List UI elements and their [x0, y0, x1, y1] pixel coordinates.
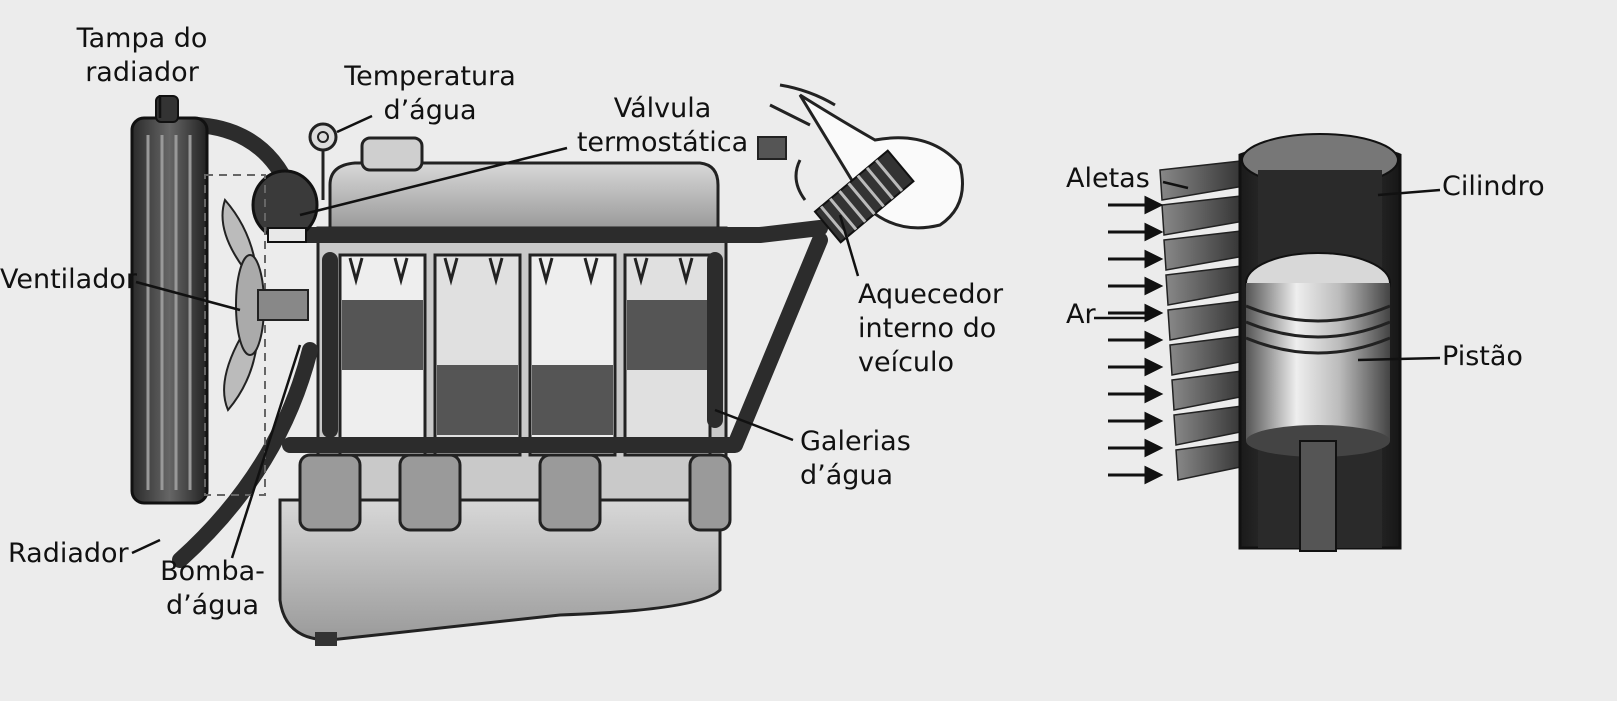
engine-illustration: [130, 83, 964, 646]
label-line: interno do: [858, 313, 997, 344]
label-line: Radiador: [8, 538, 129, 569]
label-line: Válvula: [613, 93, 712, 124]
label-pistao: Pistão: [1442, 340, 1523, 374]
air-flow-arrows: [1108, 195, 1164, 485]
cylinder-leader-lines: [1094, 180, 1441, 362]
label-ventilador: Ventilador: [0, 263, 137, 297]
heater-core: [757, 83, 964, 244]
label-radiador: Radiador: [8, 537, 129, 571]
label-line: Tampa do: [76, 23, 208, 54]
label-line: Ar: [1066, 299, 1096, 330]
label-line: Temperatura: [344, 61, 516, 92]
fan: [221, 198, 309, 412]
label-line: termostática: [576, 127, 749, 158]
label-ar: Ar: [1066, 298, 1096, 332]
label-line: veículo: [858, 347, 955, 378]
label-galerias-dagua: Galerias d’água: [800, 425, 911, 493]
label-temperatura-dagua: Temperatura d’água: [330, 60, 530, 128]
air-cooled-cylinder: [1094, 133, 1441, 552]
engine-cylinders: [338, 253, 712, 457]
piston: [1245, 252, 1391, 552]
label-line: Galerias: [800, 426, 911, 457]
label-line: Aletas: [1066, 163, 1150, 194]
valve-cover: [328, 161, 720, 230]
label-line: radiador: [85, 57, 199, 88]
label-aquecedor: Aquecedor interno do veículo: [858, 278, 1003, 380]
label-line: Bomba-: [160, 556, 265, 587]
label-bomba-dagua: Bomba- d’água: [145, 555, 280, 623]
label-valvula-termostatica: Válvula termostática: [565, 92, 760, 160]
label-aletas: Aletas: [1066, 162, 1150, 196]
label-line: d’água: [383, 95, 477, 126]
label-cilindro: Cilindro: [1442, 170, 1545, 204]
oil-pan: [278, 498, 722, 642]
label-line: Ventilador: [0, 264, 137, 295]
crankcase: [298, 453, 732, 532]
filler-cap: [360, 136, 424, 172]
label-line: d’água: [165, 590, 260, 621]
label-tampa-do-radiador: Tampa do radiador: [62, 22, 222, 90]
radiator-body: [130, 95, 266, 505]
label-line: Aquecedor: [858, 279, 1004, 310]
label-line: Pistão: [1442, 341, 1523, 372]
engine-leader-lines: [131, 95, 860, 559]
cooling-fins: [1159, 159, 1251, 481]
label-line: Cilindro: [1442, 171, 1545, 202]
label-line: d’água: [800, 460, 894, 491]
drain-plug: [315, 632, 337, 646]
